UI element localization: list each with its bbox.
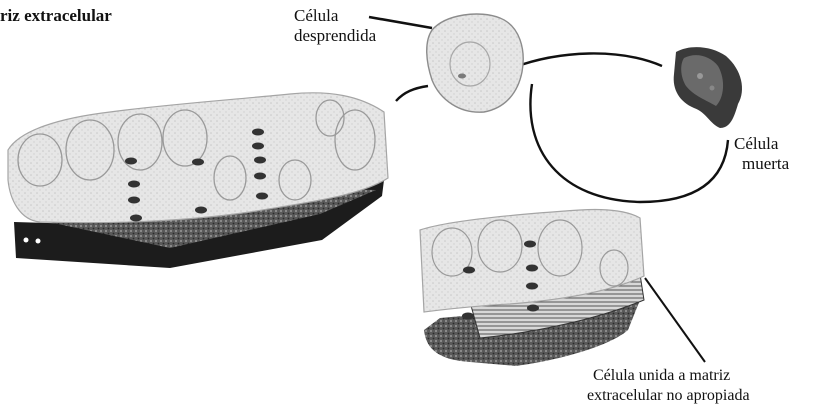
pointer-matrix-label	[645, 278, 705, 362]
detached-cell-label: Célula desprendida	[294, 6, 376, 46]
line-detached-to-dead	[512, 53, 662, 68]
pointer-detached-label	[369, 17, 432, 28]
misplaced-matrix-cells	[420, 209, 644, 366]
detached-cell	[427, 14, 523, 112]
wrong-matrix-cell-label-line1: Célula unida a matriz	[587, 366, 750, 386]
matrix-title-label: riz extracelular	[0, 6, 112, 26]
dead-cell-label-line2: muerta	[734, 154, 789, 174]
dead-cell-label-line1: Célula	[734, 134, 789, 154]
detached-cell-label-line1: Célula	[294, 6, 376, 26]
epithelial-tissue	[8, 93, 388, 268]
wrong-matrix-cell-label-line2: extracelular no apropiada	[587, 386, 750, 406]
dead-cell-label: Célula muerta	[734, 134, 789, 174]
wrong-matrix-cell-label: Célula unida a matriz extracelular no ap…	[587, 366, 750, 406]
line-tissue-to-detached	[396, 86, 428, 101]
detached-cell-label-line2: desprendida	[294, 26, 376, 46]
dead-cell	[674, 47, 742, 128]
